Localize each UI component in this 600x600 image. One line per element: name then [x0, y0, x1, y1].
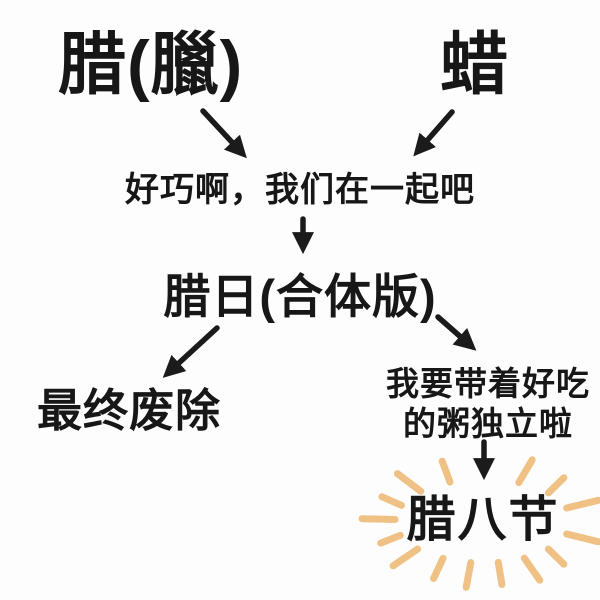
- sunburst-ray-icon: [430, 554, 447, 582]
- sunburst-ray-icon: [544, 545, 568, 568]
- sunburst-ray-icon: [389, 545, 422, 570]
- arrow-la-traditional-to-merge-icon: [200, 108, 247, 159]
- sunburst-ray-icon: [544, 474, 568, 497]
- node-laba-festival: 腊八节: [406, 493, 560, 547]
- sunburst-ray-icon: [393, 470, 425, 495]
- independence-caption-line2: 的粥独立啦: [403, 404, 573, 442]
- independence-caption: 我要带着好吃 的粥独立啦: [378, 364, 598, 443]
- arrow-merged-to-abolished-icon: [162, 325, 220, 378]
- node-la-candle: 蜡: [440, 27, 510, 103]
- sunburst-ray-icon: [494, 558, 506, 588]
- node-abolished: 最终废除: [37, 385, 222, 436]
- independence-caption-line1: 我要带着好吃: [386, 365, 590, 402]
- sunburst-ray-icon: [520, 554, 544, 584]
- arrow-merged-to-independence-icon: [435, 314, 477, 351]
- sunburst-ray-icon: [515, 456, 536, 487]
- node-la-traditional: 腊(臘): [58, 27, 244, 103]
- arrow-la-candle-to-merge-icon: [413, 109, 455, 157]
- sunburst-ray-icon: [438, 457, 454, 486]
- sunburst-ray-icon: [462, 559, 475, 591]
- node-merged: 腊日(合体版): [163, 270, 437, 323]
- merge-caption: 好巧啊，我们在一起吧: [125, 171, 475, 209]
